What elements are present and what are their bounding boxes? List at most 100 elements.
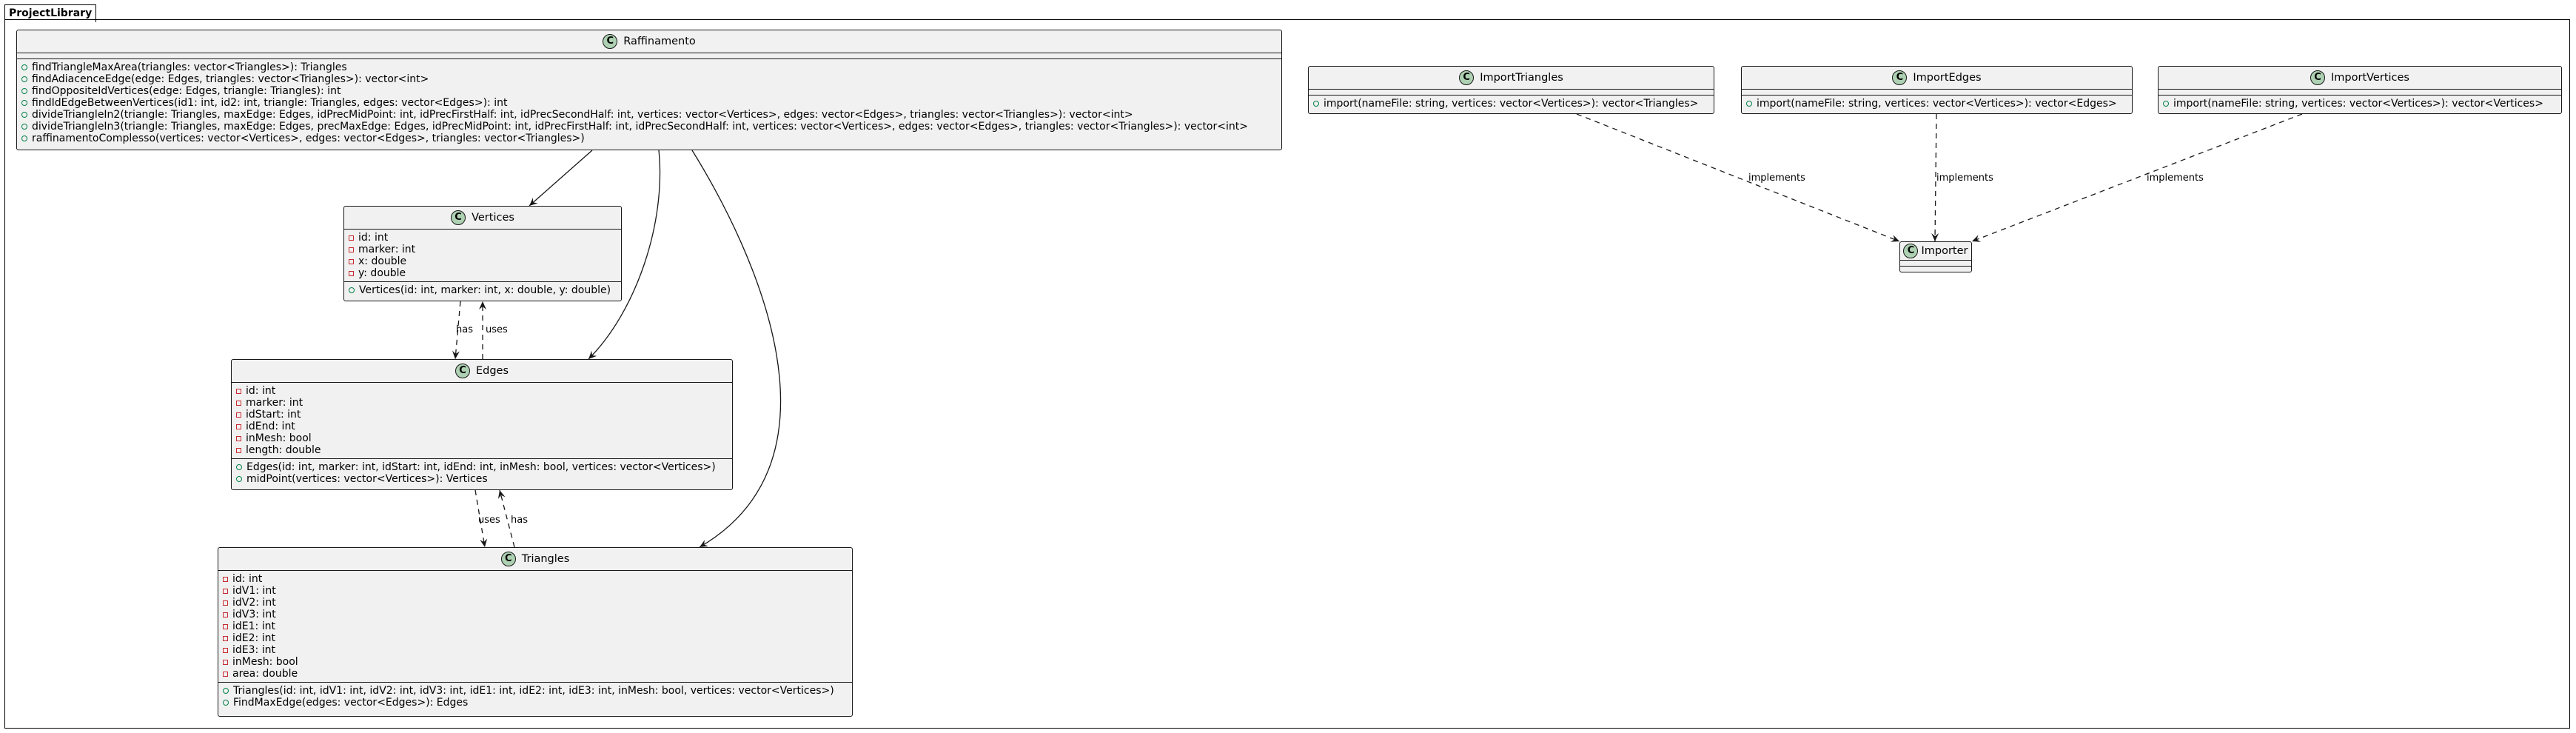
relation-label-has: has — [511, 515, 528, 526]
attribute-text: idE3: int — [232, 644, 275, 656]
relation-label-implements: implements — [2147, 173, 2204, 184]
attribute-text: id: int — [358, 232, 389, 244]
method-text: Edges(id: int, marker: int, idStart: int… — [246, 461, 716, 473]
attribute-row: idV2: int — [223, 597, 848, 609]
attribute-row: idE2: int — [223, 632, 848, 644]
attribute-row: length: double — [236, 444, 728, 456]
method-text: import(nameFile: string, vertices: vecto… — [1757, 98, 2117, 110]
attribute-row: idV1: int — [223, 585, 848, 597]
relation-raffinamento-vertices — [529, 150, 593, 207]
method-row: findAdiacenceEdge(edge: Edges, triangles… — [21, 73, 1277, 85]
private-icon — [223, 623, 228, 629]
class-edges[interactable]: C Edges id: int marker: int idStart: int… — [231, 359, 733, 490]
class-vertices[interactable]: C Vertices id: int marker: int x: double… — [343, 206, 622, 301]
attribute-row: x: double — [349, 255, 617, 267]
method-text: midPoint(vertices: vector<Vertices>): Ve… — [246, 473, 488, 485]
public-icon — [349, 287, 355, 293]
attribute-row: idE3: int — [223, 644, 848, 656]
relation-label-implements: implements — [1936, 173, 1993, 184]
package-name: ProjectLibrary — [9, 7, 93, 19]
relation-label-implements: implements — [1748, 173, 1805, 184]
private-icon — [223, 600, 228, 606]
attribute-text: id: int — [232, 573, 263, 585]
public-icon — [223, 688, 229, 694]
method-row: Vertices(id: int, marker: int, x: double… — [349, 284, 617, 296]
private-icon — [236, 400, 241, 406]
class-c-icon: C — [1459, 70, 1475, 85]
methods-section: Triangles(id: int, idV1: int, idV2: int,… — [218, 683, 852, 711]
relation-label-has: has — [456, 324, 473, 335]
class-name: Edges — [475, 365, 509, 377]
methods-section: Edges(id: int, marker: int, idStart: int… — [232, 459, 732, 487]
private-icon — [236, 447, 241, 453]
class-importvertices[interactable]: C ImportVertices import(nameFile: string… — [2158, 66, 2562, 114]
attribute-row: area: double — [223, 668, 848, 680]
attribute-row: idEnd: int — [236, 421, 728, 432]
attribute-text: idE1: int — [232, 620, 275, 632]
method-row: findTriangleMaxArea(triangles: vector<Tr… — [21, 61, 1277, 73]
attributes-section — [17, 53, 1281, 59]
class-importer[interactable]: C Importer — [1899, 241, 1972, 272]
public-icon — [2163, 101, 2169, 107]
class-c-icon: C — [451, 210, 466, 225]
private-icon — [349, 235, 354, 241]
class-c-icon: C — [455, 364, 470, 378]
methods-section: import(nameFile: string, vertices: vecto… — [1742, 96, 2132, 112]
attribute-row: idE1: int — [223, 620, 848, 632]
class-importedges[interactable]: C ImportEdges import(nameFile: string, v… — [1741, 66, 2133, 114]
class-name: Vertices — [472, 212, 514, 224]
class-name: ImportVertices — [2331, 72, 2409, 84]
relation-triangles-edges-has — [497, 489, 515, 548]
method-row: findOppositeIdVertices(edge: Edges, tria… — [21, 85, 1277, 97]
method-text: divideTriangleIn3(triangle: Triangles, m… — [32, 121, 1248, 133]
attribute-text: marker: int — [246, 397, 303, 409]
private-icon — [223, 647, 228, 653]
class-name: Raffinamento — [623, 36, 696, 47]
attribute-text: inMesh: bool — [246, 432, 312, 444]
attribute-row: inMesh: bool — [223, 656, 848, 668]
private-icon — [349, 258, 354, 264]
attribute-text: id: int — [246, 385, 276, 397]
attribute-text: x: double — [358, 255, 407, 267]
class-c-icon: C — [1892, 70, 1908, 85]
methods-section: import(nameFile: string, vertices: vecto… — [1309, 96, 1714, 112]
relation-edges-triangles-uses — [474, 489, 488, 548]
private-icon — [236, 435, 241, 441]
attributes-section — [2159, 90, 2561, 96]
class-raffinamento[interactable]: C Raffinamento findTriangleMaxArea(trian… — [16, 30, 1282, 150]
private-icon — [223, 671, 228, 677]
attribute-row: marker: int — [349, 244, 617, 255]
attributes-section — [1742, 90, 2132, 96]
private-icon — [236, 424, 241, 429]
class-name: Importer — [1921, 245, 1968, 257]
class-header: C Raffinamento — [17, 30, 1281, 53]
attributes-section: id: int marker: int x: double y: double — [344, 230, 621, 282]
public-icon — [236, 476, 242, 482]
attribute-row: id: int — [236, 385, 728, 397]
relation-importtriangles-importer — [1576, 113, 1900, 242]
private-icon — [223, 635, 228, 641]
attribute-text: idE2: int — [232, 632, 275, 644]
method-row: Edges(id: int, marker: int, idStart: int… — [236, 461, 728, 473]
relation-raffinamento-triangles — [691, 150, 782, 548]
class-header: C Triangles — [218, 548, 852, 571]
private-icon — [349, 270, 354, 276]
method-text: Triangles(id: int, idV1: int, idV2: int,… — [233, 685, 834, 697]
method-row: midPoint(vertices: vector<Vertices>): Ve… — [236, 473, 728, 485]
method-row: import(nameFile: string, vertices: vecto… — [2163, 98, 2557, 110]
private-icon — [349, 247, 354, 252]
attribute-row: marker: int — [236, 397, 728, 409]
class-c-icon: C — [2310, 70, 2326, 85]
method-text: findOppositeIdVertices(edge: Edges, tria… — [32, 85, 341, 97]
class-header: C ImportEdges — [1742, 67, 2132, 90]
public-icon — [1746, 101, 1752, 107]
relation-importvertices-importer — [1971, 113, 2303, 242]
methods-section: import(nameFile: string, vertices: vecto… — [2159, 96, 2561, 112]
class-importtriangles[interactable]: C ImportTriangles import(nameFile: strin… — [1308, 66, 1714, 114]
attribute-text: length: double — [246, 444, 321, 456]
private-icon — [236, 412, 241, 418]
class-name: ImportEdges — [1913, 72, 1982, 84]
method-row: import(nameFile: string, vertices: vecto… — [1746, 98, 2127, 110]
public-icon — [236, 464, 242, 470]
class-triangles[interactable]: C Triangles id: int idV1: int idV2: int … — [218, 547, 853, 717]
